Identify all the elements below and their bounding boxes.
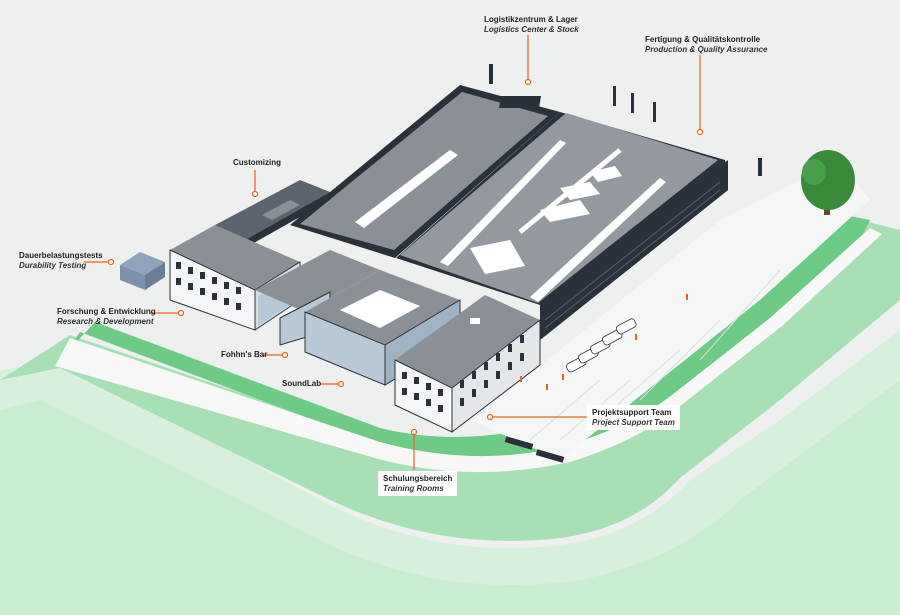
label-production-de: Fertigung & Qualitätskontrolle bbox=[645, 35, 761, 44]
label-research: Forschung & Entwicklung Research & Devel… bbox=[57, 307, 156, 327]
tree bbox=[801, 150, 855, 215]
durability-side bbox=[145, 262, 165, 290]
skylight-cross bbox=[540, 200, 590, 222]
tree-crown-highlight bbox=[802, 159, 826, 185]
landscape bbox=[0, 214, 900, 615]
callout-dot bbox=[410, 428, 418, 436]
callout-dot bbox=[281, 351, 289, 359]
roof-courtyard bbox=[470, 240, 525, 274]
customizing-roof-detail bbox=[262, 200, 300, 220]
roof-unit bbox=[470, 318, 480, 324]
skylight bbox=[530, 178, 666, 302]
bike-racks bbox=[504, 436, 565, 463]
production-wall-windows bbox=[544, 181, 721, 329]
callout-dot bbox=[524, 78, 532, 86]
bar-roof bbox=[255, 250, 380, 312]
durability-front bbox=[120, 265, 145, 290]
green-band-bottom bbox=[0, 380, 900, 615]
label-logistics-en: Logistics Center & Stock bbox=[484, 25, 579, 34]
callout-dot bbox=[177, 309, 185, 317]
parking-lot bbox=[470, 160, 870, 460]
parked-cars bbox=[565, 318, 637, 373]
training-building bbox=[394, 295, 541, 434]
callout-lines bbox=[84, 35, 704, 470]
flag bbox=[489, 64, 493, 84]
label-durability-en: Durability Testing bbox=[19, 261, 87, 270]
soundlab-roof-light bbox=[340, 290, 420, 328]
label-logistics: Logistikzentrum & Lager Logistics Center… bbox=[484, 15, 579, 35]
flag bbox=[653, 102, 656, 122]
label-training-de: Schulungsbereich bbox=[383, 474, 453, 483]
bike-rack bbox=[535, 449, 565, 463]
bike-rack bbox=[504, 436, 534, 450]
label-project-support: Projektsupport Team Project Support Team bbox=[587, 405, 680, 430]
people bbox=[520, 294, 688, 390]
durability-roof bbox=[120, 252, 165, 275]
skylight-cross bbox=[590, 166, 622, 182]
label-training: Schulungsbereich Training Rooms bbox=[378, 471, 458, 496]
flag bbox=[613, 86, 616, 106]
callout-dot bbox=[251, 190, 259, 198]
flag bbox=[631, 93, 634, 113]
research-roof bbox=[170, 225, 300, 290]
skylight-spine bbox=[518, 148, 622, 234]
green-band-middle bbox=[0, 220, 900, 541]
callout-dot bbox=[696, 128, 704, 136]
customizing-wall bbox=[245, 192, 330, 248]
production-hall bbox=[396, 112, 728, 340]
skylight bbox=[440, 140, 566, 266]
road-white-curve bbox=[55, 228, 882, 473]
label-customizing: Customizing bbox=[233, 158, 281, 168]
label-soundlab: SoundLab bbox=[282, 379, 321, 389]
flags bbox=[489, 64, 762, 176]
customizing-block bbox=[215, 180, 330, 248]
flag bbox=[758, 158, 762, 176]
label-fohhns-bar: Fohhn's Bar bbox=[221, 350, 267, 360]
roof-structure bbox=[498, 96, 542, 108]
label-fohhns-bar-de: Fohhn's Bar bbox=[221, 350, 268, 359]
label-logistics-de: Logistikzentrum & Lager bbox=[484, 15, 578, 24]
callout-dot bbox=[486, 413, 494, 421]
label-customizing-de: Customizing bbox=[233, 158, 281, 167]
durability-block bbox=[120, 252, 165, 290]
skylight-cross bbox=[560, 182, 600, 200]
label-durability-de: Dauerbelastungstests bbox=[19, 251, 103, 260]
training-windows bbox=[402, 335, 524, 412]
logistics-hall bbox=[290, 85, 560, 258]
callout-dot bbox=[107, 258, 115, 266]
label-project-de: Projektsupport Team bbox=[592, 408, 672, 417]
label-research-de: Forschung & Entwicklung bbox=[57, 307, 156, 316]
green-band-dark bbox=[60, 214, 870, 459]
research-windows bbox=[176, 262, 241, 310]
training-roof bbox=[395, 295, 540, 388]
callout-dot bbox=[337, 380, 345, 388]
car bbox=[615, 318, 637, 335]
label-research-en: Research & Development bbox=[57, 317, 154, 326]
label-project-en: Project Support Team bbox=[592, 418, 675, 427]
label-soundlab-de: SoundLab bbox=[282, 379, 322, 388]
label-durability: Dauerbelastungstests Durability Testing bbox=[19, 251, 103, 271]
label-production-en: Production & Quality Assurance bbox=[645, 45, 768, 54]
skylight bbox=[355, 150, 458, 228]
label-training-en: Training Rooms bbox=[383, 484, 444, 493]
label-production: Fertigung & Qualitätskontrolle Productio… bbox=[645, 35, 767, 55]
